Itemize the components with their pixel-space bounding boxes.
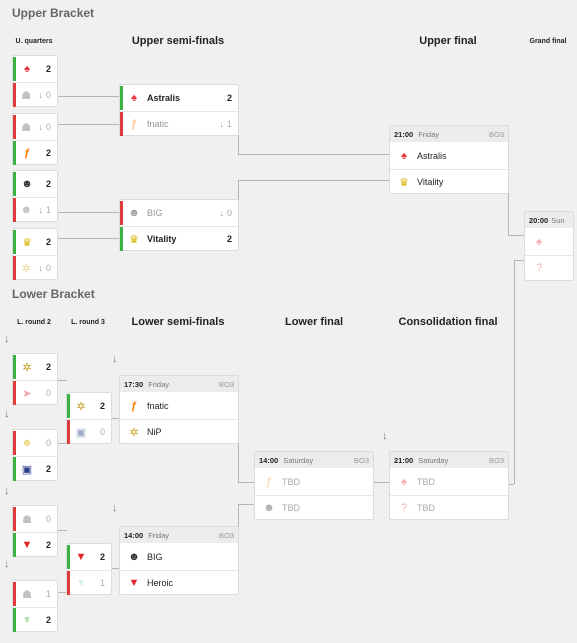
match-card-uq1[interactable]: ♠2 ☗↓0 [12,55,58,107]
nip-logo-icon: ✲ [21,262,31,275]
astralis-logo-icon: ♠ [536,236,542,248]
match-card-uq4[interactable]: ♛2 ✲↓0 [12,228,58,280]
col-upper-semis: Upper semi-finals [131,35,225,47]
nip-logo-icon: ✲ [129,426,139,439]
vitality-logo-icon: ♛ [399,176,409,189]
unknown-team-icon: ? [400,502,408,514]
astralis-logo-icon: ♠ [401,476,407,488]
col-l-round2: L. round 2 [17,319,51,326]
down-arrow-icon: ↓ [4,408,10,420]
eliminated-arrow-icon: ↓ [38,205,43,215]
team-logo-icon: ♆ [76,577,86,589]
team-logo-icon: ➤ [22,387,32,400]
team-logo-icon: ☻ [20,204,33,216]
team-logo-icon: ♆ [22,614,32,626]
team-logo-icon: ☗ [21,89,32,102]
col-upper-final: Upper final [419,35,477,47]
astralis-logo-icon: ♠ [131,92,137,104]
heroic-logo-icon: ▼ [21,539,33,551]
team-logo-icon: ☻ [21,437,33,449]
match-card-lr3-2[interactable]: ▼2 ♆1 [66,543,112,595]
down-arrow-icon: ↓ [112,502,118,514]
fnatic-logo-icon: ƒ [130,118,138,130]
col-lower-final: Lower final [284,316,344,328]
team-logo-icon: ☻ [263,502,275,514]
down-arrow-icon: ↓ [382,430,388,442]
match-card-uq3[interactable]: ☻2 ☻↓1 [12,170,58,222]
down-arrow-icon: ↓ [4,485,10,497]
nip-logo-icon: ✲ [22,361,32,374]
big-logo-icon: ☻ [128,207,140,219]
fnatic-logo-icon: ƒ [130,400,138,412]
astralis-logo-icon: ♠ [401,150,407,162]
match-card-lr2-4[interactable]: ☗1 ♆2 [12,580,58,632]
eliminated-arrow-icon: ↓ [38,122,43,132]
big-logo-icon: ☻ [21,178,33,190]
team-logo-icon: ▣ [75,426,87,439]
heroic-logo-icon: ▼ [128,577,140,589]
team-logo-icon: ƒ [265,476,273,488]
team-logo-icon: ☗ [21,121,32,134]
match-card-lr2-3[interactable]: ☗0 ▼2 [12,505,58,557]
match-card-lr2-1[interactable]: ✲2 ➤0 [12,353,58,405]
team-logo-icon: ☗ [22,513,32,526]
astralis-logo-icon: ♠ [24,63,30,75]
lower-bracket-title: Lower Bracket [12,287,95,301]
col-consolidation-final: Consolidation final [398,316,498,328]
vitality-logo-icon: ♛ [129,233,139,246]
match-card-lr2-2[interactable]: ☻0 ▣2 [12,429,58,481]
big-logo-icon: ☻ [128,551,140,563]
eliminated-arrow-icon: ↓ [219,208,224,218]
col-l-round3: L. round 3 [71,319,105,326]
nip-logo-icon: ✲ [76,400,86,413]
eliminated-arrow-icon: ↓ [38,263,43,273]
col-grand-final: Grand final [529,38,567,45]
down-arrow-icon: ↓ [4,333,10,345]
match-card-lr3-1[interactable]: ✲2 ▣0 [66,392,112,444]
vitality-logo-icon: ♛ [22,236,32,249]
col-lower-semis: Lower semi-finals [131,316,225,328]
eliminated-arrow-icon: ↓ [38,90,43,100]
fnatic-logo-icon: ƒ [23,147,31,159]
eliminated-arrow-icon: ↓ [219,119,224,129]
unknown-team-icon: ? [535,262,543,274]
team-logo-icon: ▣ [21,463,33,476]
down-arrow-icon: ↓ [4,558,10,570]
upper-bracket-title: Upper Bracket [12,6,95,20]
down-arrow-icon: ↓ [112,353,118,365]
heroic-logo-icon: ▼ [75,551,87,563]
col-u-quarters: U. quarters [15,38,53,45]
team-logo-icon: ☗ [22,588,32,601]
